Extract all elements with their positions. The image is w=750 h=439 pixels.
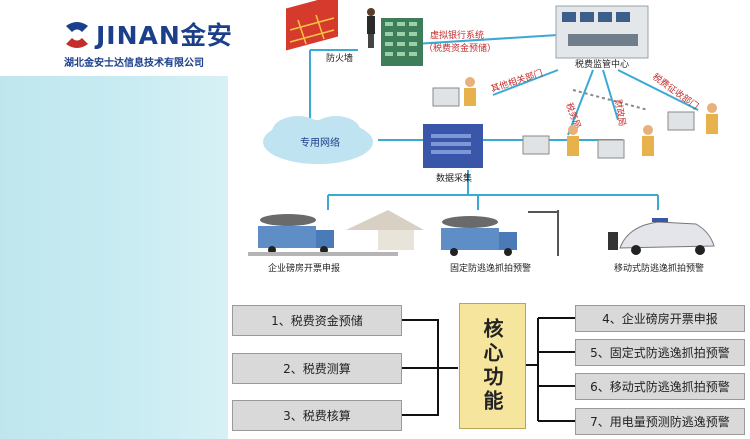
sidebar-panel: JINAN金安 湖北金安士达信息技术有限公司 xyxy=(0,0,232,439)
truck-fixed-camera-icon xyxy=(441,210,559,256)
network-links xyxy=(309,34,699,210)
network-diagram: 防火墙 虚拟银行系统 （税费资金预储） 税费监管中心 xyxy=(248,0,718,422)
label-site-mobile: 移动式防逃逸抓拍预警 xyxy=(614,262,704,274)
mobile-car-icon xyxy=(608,218,715,255)
function-box-6: 6、移动式防逃逸抓拍预警 xyxy=(575,373,745,400)
workstation-icon xyxy=(597,125,654,159)
label-virtual-bank-2: （税费资金预储） xyxy=(424,42,496,54)
core-function-box: 核心功能 xyxy=(459,303,526,429)
label-monitor-center: 税费监管中心 xyxy=(575,58,629,70)
main-diagram: 防火墙 虚拟银行系统 （税费资金预储） 税费监管中心 xyxy=(228,0,750,439)
function-box-2: 2、税费测算 xyxy=(232,353,402,384)
workstation-icon xyxy=(522,125,579,156)
logo-card: JINAN金安 湖北金安士达信息技术有限公司 xyxy=(0,0,232,76)
label-dept-finance: 财政局 xyxy=(612,98,629,127)
server-rack-icon xyxy=(381,18,423,66)
function-connectors xyxy=(402,317,575,422)
label-private-network: 专用网络 xyxy=(300,136,340,149)
function-box-5: 5、固定式防逃逸抓拍预警 xyxy=(575,339,745,366)
function-box-3: 3、税费核算 xyxy=(232,400,402,431)
logo-text: JINAN金安 xyxy=(96,21,233,50)
label-site-fixed: 固定防逃逸抓拍预警 xyxy=(450,262,531,274)
firewall-icon xyxy=(286,0,338,51)
company-name: 湖北金安士达信息技术有限公司 xyxy=(64,58,204,69)
label-dept-other: 其他相关部门 xyxy=(489,67,544,95)
monitor-center-icon xyxy=(555,5,649,59)
truck-weighbridge-icon xyxy=(248,210,424,256)
data-server-icon xyxy=(423,124,483,168)
workstation-icon xyxy=(667,103,718,134)
cloud-icon xyxy=(263,116,373,164)
label-firewall: 防火墙 xyxy=(326,52,353,64)
label-dept-tax-levy: 税费征收部门 xyxy=(650,71,701,112)
label-data-collection: 数据采集 xyxy=(436,172,472,184)
function-box-4: 4、企业磅房开票申报 xyxy=(575,305,745,332)
function-box-1: 1、税费资金预储 xyxy=(232,305,402,336)
core-function-label: 核心功能 xyxy=(480,318,504,414)
workstation-icon xyxy=(432,77,476,107)
function-box-7: 7、用电量预测防逃逸预警 xyxy=(575,408,745,435)
label-virtual-bank-1: 虚拟银行系统 xyxy=(430,29,484,41)
person-icon xyxy=(367,8,375,48)
logo-mark-icon xyxy=(66,22,88,48)
label-site-weighbridge: 企业磅房开票申报 xyxy=(268,262,340,274)
